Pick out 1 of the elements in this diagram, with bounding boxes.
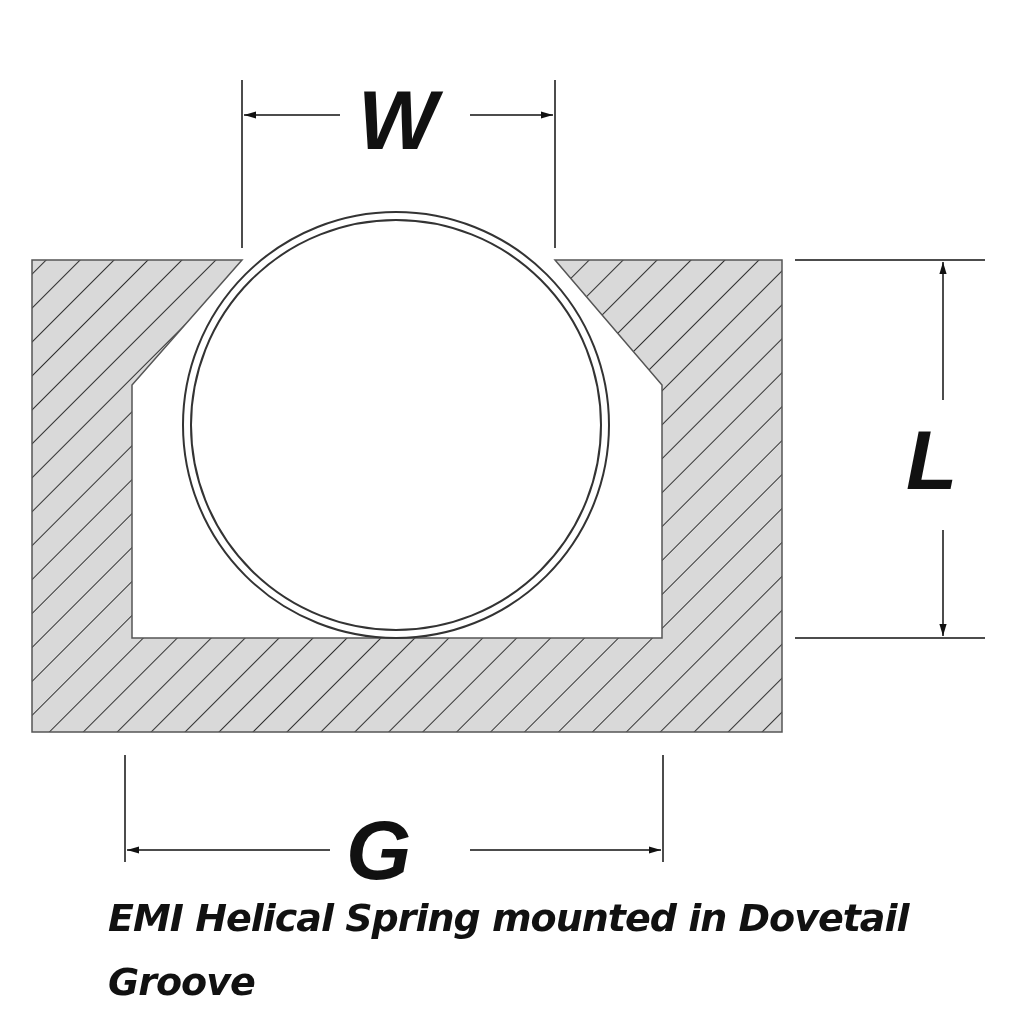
caption: EMI Helical Spring mounted in Dovetail Groove: [108, 895, 911, 1006]
